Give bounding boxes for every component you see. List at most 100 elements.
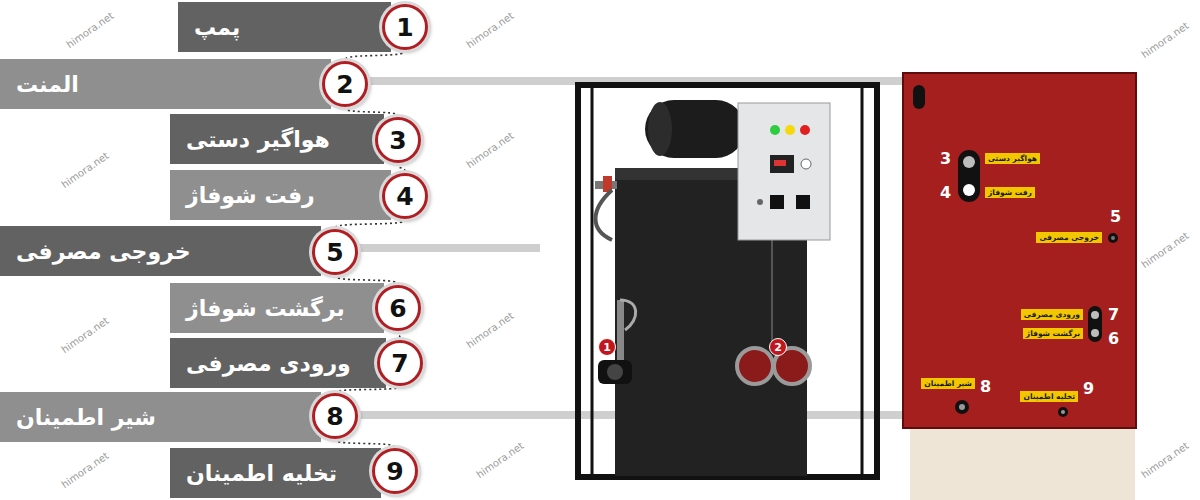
port-tag: تخلیه اطمینان — [1020, 391, 1078, 402]
watermark: himora.net — [59, 315, 110, 355]
label-band: پمپ — [178, 2, 391, 52]
screw — [757, 199, 763, 205]
callout-circle: 2 — [322, 61, 368, 107]
label-band: ورودی مصرفی — [170, 338, 386, 388]
callout-circle: 1 — [382, 4, 428, 50]
port-tag: خروجی مصرفی — [1036, 232, 1102, 243]
watermark: himora.net — [464, 310, 515, 350]
callout-number: 3 — [940, 150, 951, 168]
heating-element — [737, 348, 773, 384]
control-box — [738, 103, 830, 240]
callout-circle: 4 — [382, 173, 428, 219]
callout-circle: 6 — [375, 285, 421, 331]
callout-number: 4 — [940, 184, 951, 202]
part-name: برگشت شوفاژ — [186, 296, 345, 321]
lamp — [770, 125, 780, 135]
callout-number: 1 — [396, 15, 413, 40]
expansion-tank — [645, 100, 745, 158]
dotted-connector — [398, 163, 405, 173]
callout-number: 7 — [1108, 306, 1119, 324]
port-name: تخلیه اطمینان — [1023, 392, 1075, 401]
callout-circle: 8 — [312, 393, 358, 439]
hose — [596, 190, 613, 240]
part-name: خروجی مصرفی — [16, 239, 191, 264]
wire — [771, 240, 773, 345]
callout-number: 7 — [391, 351, 408, 376]
part-name: رفت شوفاژ — [186, 183, 315, 208]
part-name: تخلیه اطمینان — [186, 461, 337, 486]
callout-number: 6 — [1108, 330, 1119, 348]
port-name: برگشت شوفاژ — [1026, 329, 1080, 338]
panel-slot — [913, 85, 925, 109]
watermark: himora.net — [464, 10, 515, 50]
display — [770, 155, 794, 173]
watermark: himora.net — [59, 150, 110, 190]
port-name: رفت شوفاژ — [988, 188, 1032, 197]
watermark: himora.net — [1139, 440, 1190, 480]
label-band: شیر اطمینان — [0, 392, 321, 442]
lamp — [800, 125, 810, 135]
label-band: المنت — [0, 59, 331, 109]
callout-number: 2 — [774, 342, 782, 353]
label-band: تخلیه اطمینان — [170, 448, 381, 498]
label-band: خروجی مصرفی — [0, 226, 321, 276]
callout-number: 8 — [980, 378, 991, 396]
port-core — [959, 404, 965, 410]
pump-motor — [607, 364, 623, 380]
part-name: پمپ — [194, 15, 240, 40]
callout-number: 4 — [396, 184, 413, 209]
part-name: شیر اطمینان — [16, 405, 156, 430]
callout-circle: 3 — [375, 117, 421, 163]
callout-number: 5 — [326, 240, 343, 265]
port-tag: هواگیر دستی — [985, 153, 1040, 164]
tank-end — [648, 102, 672, 156]
port — [1058, 407, 1068, 417]
floor-shadow — [910, 428, 1135, 500]
callout-number: 3 — [389, 128, 406, 153]
frame-post — [591, 88, 594, 474]
label-band: برگشت شوفاژ — [170, 283, 384, 333]
port — [955, 400, 969, 414]
port-tag: رفت شوفاژ — [985, 187, 1035, 198]
watermark: himora.net — [1139, 230, 1190, 270]
callout-number: 6 — [389, 296, 406, 321]
port — [963, 184, 975, 196]
boiler-figure — [578, 85, 877, 477]
label-band: رفت شوفاژ — [170, 170, 391, 220]
port-tag: برگشت شوفاژ — [1023, 328, 1083, 339]
watermark: himora.net — [474, 440, 525, 480]
callout-number: 5 — [1110, 208, 1121, 226]
dotted-connector — [335, 219, 405, 229]
watermark: himora.net — [59, 450, 110, 490]
port-core — [1111, 236, 1115, 240]
label-band: هواگیر دستی — [170, 114, 384, 164]
watermark: himora.net — [464, 130, 515, 170]
panel-slot — [958, 150, 980, 202]
port — [1108, 233, 1118, 243]
part-name: المنت — [16, 72, 79, 97]
port-name: شیر اطمینان — [924, 379, 972, 388]
pipe — [617, 300, 624, 362]
switch — [796, 195, 810, 209]
port-name: خروجی مصرفی — [1039, 233, 1099, 242]
port-tag: ورودی مصرفی — [1021, 309, 1083, 320]
port-name: ورودی مصرفی — [1024, 310, 1080, 319]
port-name: هواگیر دستی — [988, 154, 1037, 163]
port — [963, 156, 975, 168]
callout-circle: 5 — [312, 229, 358, 275]
callout-number: 2 — [336, 72, 353, 97]
switch — [770, 195, 784, 209]
frame — [578, 85, 877, 477]
callout-number: 1 — [603, 342, 611, 353]
display-digits — [774, 160, 786, 166]
port-tag: شیر اطمینان — [921, 378, 975, 389]
dotted-connector — [398, 331, 400, 340]
part-name: ورودی مصرفی — [186, 351, 351, 376]
callout-marker: 2 — [769, 338, 787, 356]
side-panel — [903, 73, 1136, 500]
watermark: himora.net — [1139, 20, 1190, 60]
port — [1091, 329, 1099, 337]
part-name: هواگیر دستی — [186, 127, 330, 152]
callout-number: 8 — [326, 404, 343, 429]
